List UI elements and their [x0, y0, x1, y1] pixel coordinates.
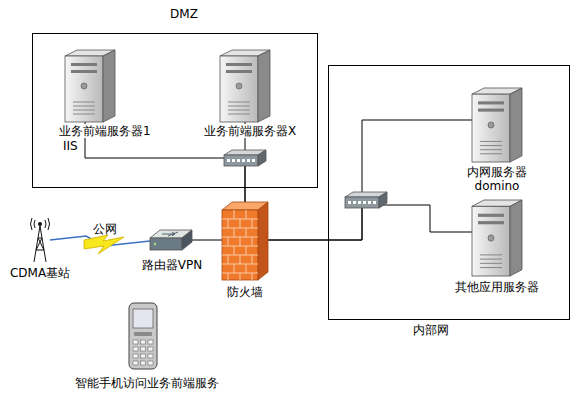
firewall-node: 防火墙: [222, 202, 268, 280]
wireless-link: [50, 236, 150, 246]
network-link: [268, 205, 472, 240]
node-label: 其他应用服务器: [454, 280, 540, 294]
node-label: 业务前端服务器1: [58, 124, 152, 138]
network-link: [192, 240, 222, 241]
phone-icon: [128, 302, 158, 370]
node-label: 路由器VPN: [141, 258, 203, 272]
server-icon: [472, 88, 522, 162]
router-node: 路由器VPN: [150, 230, 192, 250]
firewall-icon: [222, 202, 268, 280]
server-node: 业务前端服务器X: [220, 50, 270, 122]
node-label: domino: [474, 179, 521, 193]
server-icon: [220, 50, 270, 122]
node-label: DMZ: [169, 7, 199, 21]
antenna-icon: [30, 216, 50, 262]
node-label: 内网服务器: [466, 165, 528, 179]
switch-symbol: [224, 150, 266, 166]
server-node: 业务前端服务器1IIS: [65, 50, 115, 122]
network-link: [268, 120, 472, 240]
router-icon: [150, 230, 192, 250]
node-label: 防火墙: [226, 285, 264, 299]
server-icon: [472, 200, 522, 276]
zone-box: 内部网内网服务器domino其他应用服务器: [328, 65, 570, 320]
phone-node: 智能手机访问业务前端服务: [128, 302, 158, 370]
lightning-bolt: [84, 235, 124, 254]
server-node: 内网服务器domino: [472, 88, 522, 162]
node-label: 业务前端服务器X: [203, 124, 297, 138]
antenna-node: CDMA基站: [30, 216, 50, 262]
zone-box: DMZ业务前端服务器1IIS业务前端服务器X: [32, 33, 318, 188]
node-label: CDMA基站: [9, 266, 71, 280]
node-label: 智能手机访问业务前端服务: [74, 376, 220, 390]
edge-label: 公网: [93, 222, 117, 236]
node-label: 内部网: [412, 323, 450, 337]
server-icon: [65, 50, 115, 122]
server-node: 其他应用服务器: [472, 200, 522, 276]
node-label: IIS: [62, 139, 79, 153]
switch-symbol: [345, 192, 387, 208]
